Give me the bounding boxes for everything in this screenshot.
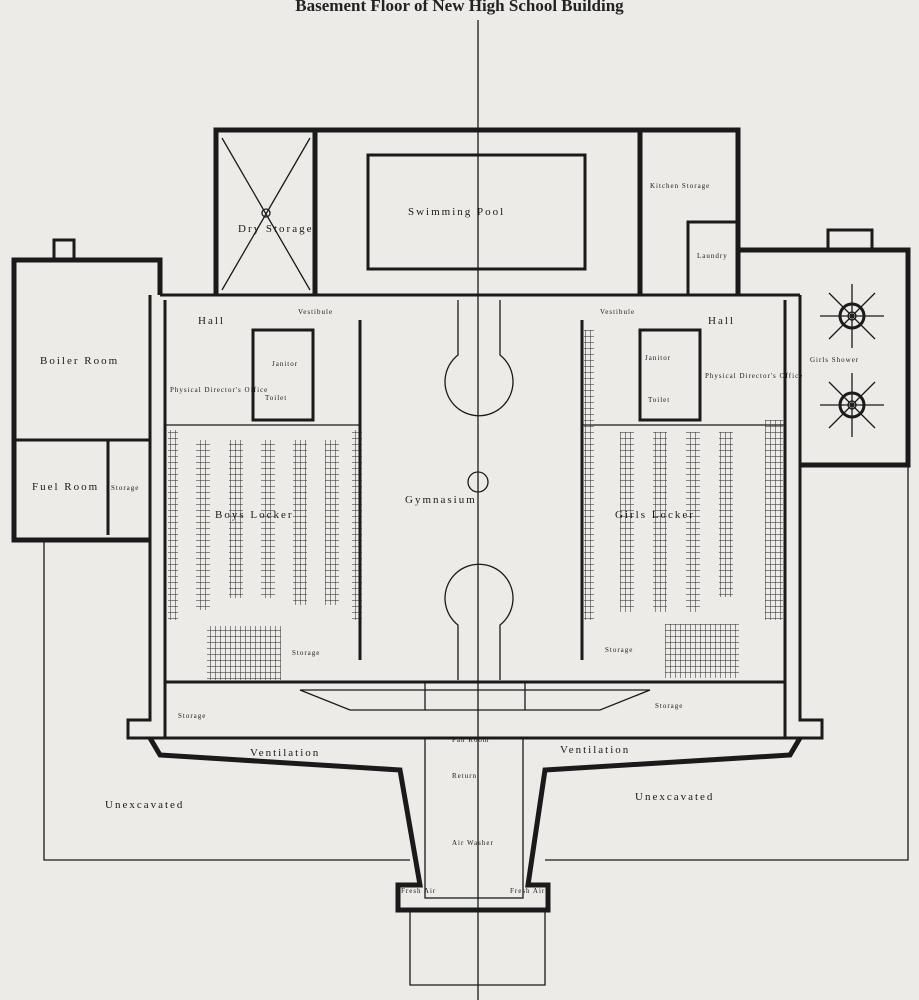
label-storage-left: Storage — [292, 649, 320, 657]
label-laundry: Laundry — [697, 252, 728, 260]
label-toilet-right: Toilet — [648, 396, 670, 404]
label-vestibule-right: Vestibule — [600, 308, 635, 316]
label-office-right: Physical Director's Office — [705, 372, 803, 380]
label-air-washer: Air Washer — [452, 839, 494, 847]
label-dry-storage: Dry Storage — [238, 223, 313, 235]
swimming-pool — [366, 153, 587, 271]
top-wing-walls — [160, 127, 800, 297]
label-return: Return — [452, 772, 477, 780]
label-storage-bottom-left: Storage — [178, 712, 206, 720]
boys-lockers — [168, 430, 362, 680]
shower-wing-walls — [545, 228, 911, 861]
label-girls-shower: Girls Shower — [810, 356, 859, 364]
label-boiler-room: Boiler Room — [40, 355, 119, 367]
label-storage-right: Storage — [605, 646, 633, 654]
label-janitor-right: Janitor — [645, 354, 671, 362]
label-girls-locker: Girls Locker — [615, 509, 695, 521]
label-fuel-room: Fuel Room — [32, 481, 99, 493]
label-toilet-left: Toilet — [265, 394, 287, 402]
label-fresh-air-left: Fresh Air — [401, 887, 436, 895]
label-storage-small: Storage — [111, 484, 139, 492]
label-ventilation-right: Ventilation — [560, 744, 630, 756]
label-unexcavated-left: Unexcavated — [105, 799, 184, 811]
label-vestibule-left: Vestibule — [298, 308, 333, 316]
label-fresh-air-right: Fresh Air — [510, 887, 545, 895]
label-janitor-left: Janitor — [272, 360, 298, 368]
label-kitchen-storage: Kitchen Storage — [650, 182, 710, 190]
girls-lockers — [584, 330, 783, 678]
label-unexcavated-right: Unexcavated — [635, 791, 714, 803]
label-hall-right: Hall — [708, 315, 735, 327]
label-swimming-pool: Swimming Pool — [408, 206, 505, 218]
label-gymnasium: Gymnasium — [405, 494, 477, 506]
boiler-wing-walls — [11, 238, 410, 861]
label-ventilation-left: Ventilation — [250, 747, 320, 759]
label-storage-bottom-right: Storage — [655, 702, 683, 710]
label-fan-room: Fan Room — [452, 736, 489, 744]
plan-title: Basement Floor of New High School Buildi… — [295, 0, 624, 15]
label-hall-left: Hall — [198, 315, 225, 327]
label-boys-locker: Boys Locker — [215, 509, 294, 521]
label-office-left: Physical Director's Office — [170, 386, 268, 394]
